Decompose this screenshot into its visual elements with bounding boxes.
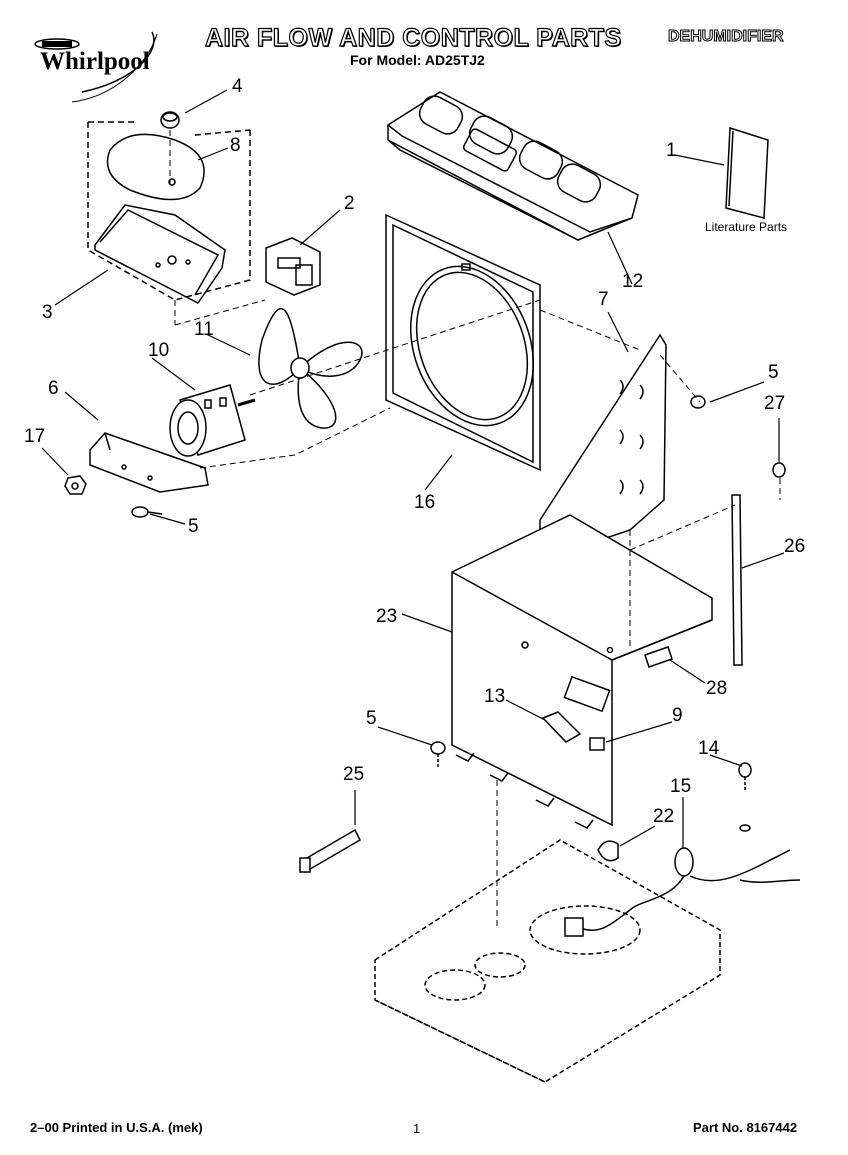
fan-shroud-frame-part xyxy=(385,213,541,472)
hex-nut-part xyxy=(64,475,87,495)
callout-23: 23 xyxy=(376,606,398,627)
screw-part xyxy=(738,762,752,832)
assembly-guide-lines xyxy=(169,130,781,930)
callout-26: 26 xyxy=(784,536,806,557)
fan-blade-part xyxy=(258,307,363,429)
callout-8: 8 xyxy=(230,135,241,156)
callout-2: 2 xyxy=(344,193,355,214)
callout-13: 13 xyxy=(484,686,506,707)
brand-wordmark: Whirlpool xyxy=(40,48,150,75)
screw-part xyxy=(131,506,163,518)
switch-block-part xyxy=(265,237,321,296)
callout-17: 17 xyxy=(24,426,46,447)
control-cover-part xyxy=(106,133,205,201)
callout-15: 15 xyxy=(670,776,692,797)
part-number: Part No. 8167442 xyxy=(693,1120,798,1135)
callout-14: 14 xyxy=(698,738,720,759)
page-title: AIR FLOW AND CONTROL PARTS xyxy=(204,23,622,52)
float-switch-part xyxy=(541,711,582,743)
cabinet-base-part xyxy=(451,514,713,829)
callout-11: 11 xyxy=(194,319,214,340)
screw-part xyxy=(772,462,786,478)
product-category: DEHUMIDIFIER xyxy=(668,28,785,46)
callout-12: 12 xyxy=(622,271,644,292)
callout-16: 16 xyxy=(414,492,436,513)
model-subtitle: For Model: AD25TJ2 xyxy=(350,52,485,68)
callout-3: 3 xyxy=(42,302,53,323)
callout-10: 10 xyxy=(148,340,170,361)
page-number: 1 xyxy=(413,1121,421,1136)
control-housing-part xyxy=(94,204,226,304)
whirlpool-swoosh-icon xyxy=(34,31,158,103)
cord-clip-part xyxy=(597,840,619,862)
motor-bracket-part xyxy=(89,432,209,493)
top-grille-part xyxy=(387,91,639,241)
title-block: AIR FLOW AND CONTROL PARTS xyxy=(204,23,622,53)
callout-28: 28 xyxy=(706,678,728,699)
callout-1: 1 xyxy=(666,140,677,161)
gasket-strip-part xyxy=(731,494,743,666)
callout-5-left: 5 xyxy=(188,516,199,537)
literature-parts-label: Literature Parts xyxy=(705,220,788,234)
callout-25: 25 xyxy=(343,764,365,785)
print-info: 2–00 Printed in U.S.A. (mek) xyxy=(30,1120,203,1135)
callout-9: 9 xyxy=(672,705,683,726)
cable-tie-part xyxy=(299,828,361,874)
callout-7: 7 xyxy=(598,289,609,310)
callout-leader-lines xyxy=(41,89,785,848)
callout-4: 4 xyxy=(232,76,243,97)
callout-22: 22 xyxy=(653,806,675,827)
screw-part xyxy=(690,395,706,409)
power-cord-part xyxy=(564,847,801,937)
fan-motor-part xyxy=(169,384,256,457)
callout-27: 27 xyxy=(764,393,786,414)
callout-6: 6 xyxy=(48,378,59,399)
control-knob-part xyxy=(160,111,180,129)
screw-part xyxy=(430,741,446,768)
clip-strip-part xyxy=(644,646,673,668)
callout-5-bottom: 5 xyxy=(366,708,377,729)
callout-5-right: 5 xyxy=(768,362,779,383)
whirlpool-logo: Whirlpool xyxy=(22,22,182,112)
switch-clip-part xyxy=(589,737,605,751)
literature-parts-icon xyxy=(725,126,769,219)
base-pan-part xyxy=(374,839,721,1083)
